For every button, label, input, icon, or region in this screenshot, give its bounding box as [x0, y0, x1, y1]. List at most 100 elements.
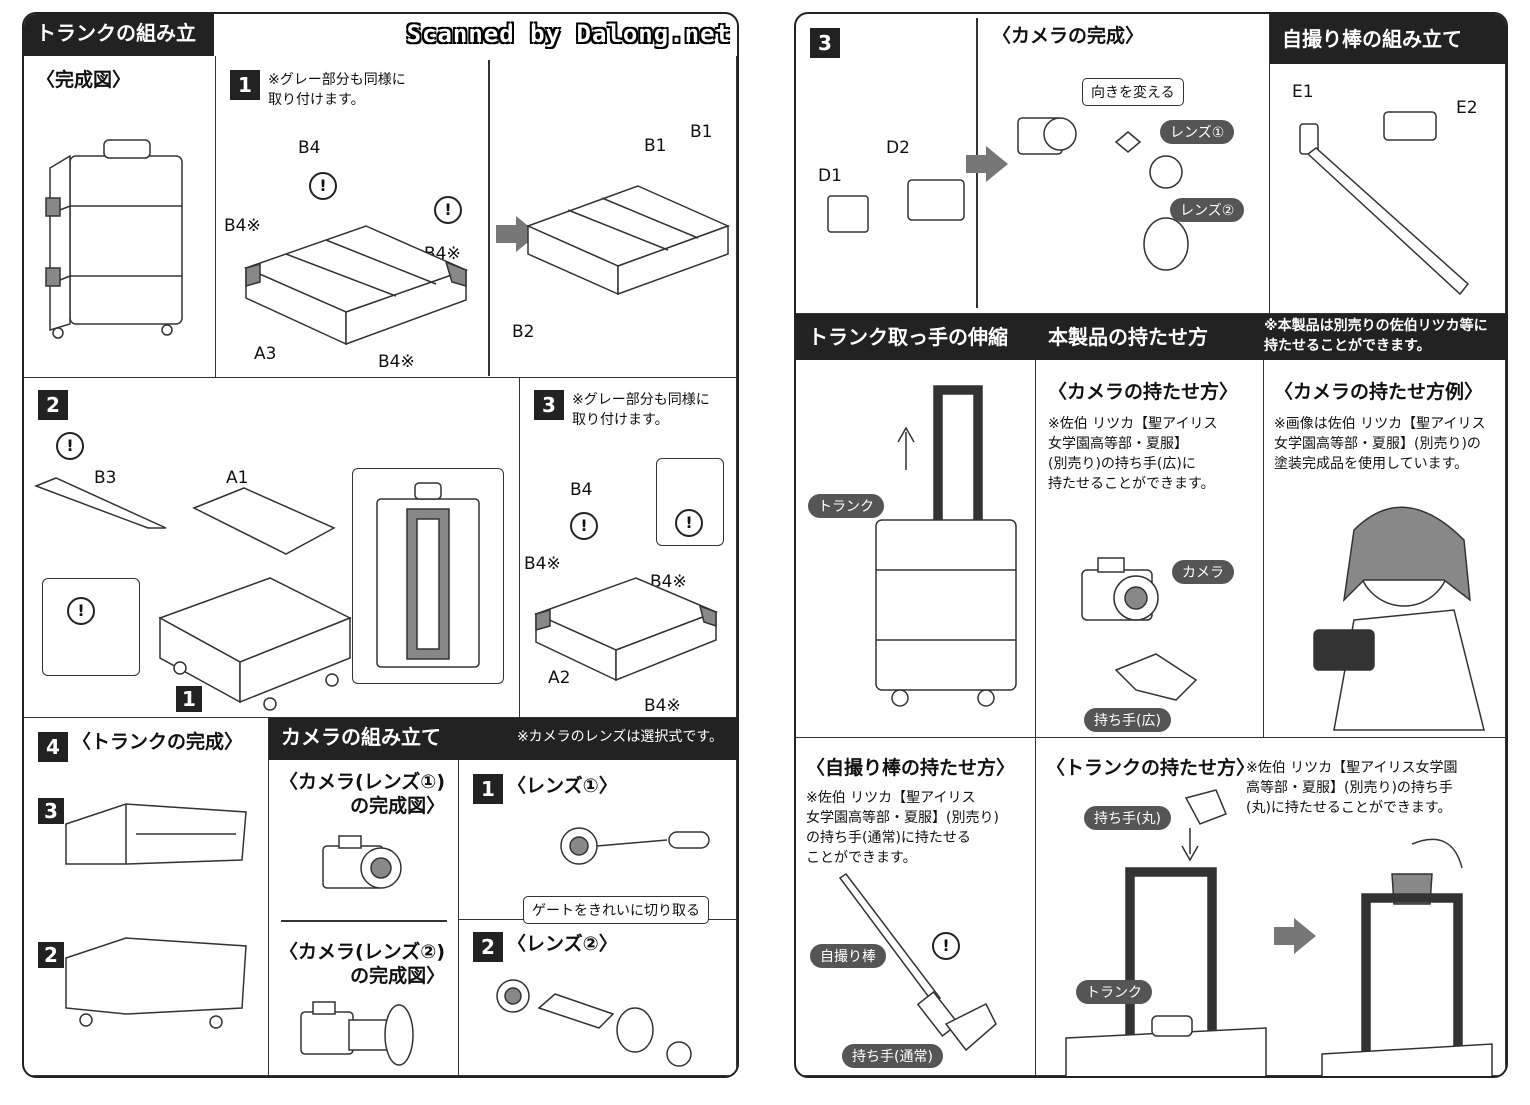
step3-cell: 3 ※グレー部分も同様に 取り付けます。 B4 ! ! B4※ B4※ B4※ … [520, 378, 737, 718]
detail-inset: ! [656, 458, 724, 546]
trunk-box-illustration [525, 185, 731, 296]
trunk-handle-hand-result-illustration [1321, 838, 1493, 1076]
caution-icon: ! [932, 932, 960, 960]
step4-title: 〈トランクの完成〉 [72, 731, 244, 753]
camera-complete-cell: 3 〈カメラの完成〉 D1 D2 向きを変える レンズ① レンズ② [796, 14, 1270, 314]
trunk-box-illustration [243, 225, 469, 346]
caution-icon: ! [675, 509, 703, 537]
trunk-pill-2: トランク [1076, 980, 1152, 1004]
part-label: E2 [1456, 98, 1478, 118]
step4-cell: 4 〈トランクの完成〉 3 2 [24, 718, 269, 1076]
lens2-step-cell: 2 〈レンズ②〉 [459, 920, 737, 1076]
part-label: B3 [94, 468, 117, 488]
camera-lens2-illustration [300, 1001, 414, 1066]
part-label: B4※ [224, 216, 261, 236]
lens1-step-title: 〈レンズ①〉 [507, 775, 618, 797]
selfie-stick-illustration [1299, 111, 1470, 296]
camera-pill: カメラ [1172, 560, 1234, 584]
selfie-hold-note: ※佐伯 リツカ【聖アイリス 女学園高等部・夏服】(別売り) の持ち手(通常)に持… [806, 790, 999, 866]
camera-hold-note: ※佐伯 リツカ【聖アイリス 女学園高等部・夏服】 (別売り)の持ち手(広)に 持… [1048, 416, 1218, 492]
part-label: B4※ [524, 554, 561, 574]
arrow-right-icon [966, 146, 1008, 182]
lens2-pill: レンズ② [1170, 198, 1245, 222]
sub-step-number: 2 [38, 942, 64, 968]
divider [281, 920, 447, 922]
part-label: B1 [690, 122, 713, 142]
camera-complete-title: 〈カメラの完成〉 [992, 25, 1145, 47]
detail-inset: ! [42, 578, 140, 676]
step1-number: 1 [230, 70, 260, 100]
caution-icon: ! [570, 512, 598, 540]
part-label: B4 [298, 138, 321, 158]
selfie-stick-hand-illustration [838, 872, 997, 1052]
lens2-parts-illustration [496, 979, 692, 1067]
camera-lens1-complete-label: 〈カメラ(レンズ①) の完成図〉 [279, 771, 446, 817]
sub-step-number: 3 [38, 798, 64, 824]
camera-complete-cell: 〈カメラ(レンズ①) の完成図〉 〈カメラ(レンズ②) の完成図〉 [269, 760, 459, 1076]
camera-lens-note: ※カメラのレンズは選択式です。 [516, 729, 723, 745]
camera-example-note: ※画像は佐伯 リツカ【聖アイリス 女学園高等部・夏服】(別売り)の 塗装完成品を… [1274, 416, 1486, 472]
part-label: B1 [644, 136, 667, 156]
part-label: B4※ [644, 696, 681, 716]
lens1-step-cell: 1 〈レンズ①〉 ゲートをきれいに切り取る [459, 760, 737, 924]
complete-view-label: 〈完成図〉 [36, 69, 132, 91]
part-label: B4※ [378, 352, 415, 372]
trunk-handle-cell: トランク [796, 360, 1036, 738]
trunk-base-illustration [65, 937, 247, 1029]
camera-lens-assembly-illustration [1017, 117, 1189, 271]
hold-header: 本製品の持たせ方 ※本製品は別売りの佐伯リツカ等に 持たせることができます。 [1036, 314, 1506, 360]
camera-hold-cell: 〈カメラの持たせ方〉 ※佐伯 リツカ【聖アイリス 女学園高等部・夏服】 (別売り… [1036, 360, 1264, 738]
frame-part-illustration [33, 477, 167, 529]
trunk-box-illustration [534, 577, 719, 682]
trunk-hold-note: ※佐伯 リツカ【聖アイリス女学園 高等部・夏服】(別売り)の持ち手 (丸)に持た… [1246, 760, 1458, 816]
caution-icon: ! [434, 196, 462, 224]
caution-icon: ! [67, 597, 95, 625]
lens1-pill: レンズ① [1160, 120, 1235, 144]
step1-note: ※グレー部分も同様に 取り付けます。 [268, 72, 406, 108]
trunk-extended-handle-illustration [875, 385, 1017, 707]
part-label: B4※ [650, 572, 687, 592]
part-label: B4 [570, 480, 593, 500]
right-page: 3 〈カメラの完成〉 D1 D2 向きを変える レンズ① レンズ② 自撮り棒の組… [794, 12, 1508, 1078]
step2-number: 2 [38, 390, 68, 420]
left-page: トランクの組み立て Scanned by Dalong.net 〈完成図〉 1 … [22, 12, 739, 1078]
trunk-hold-title: 〈トランクの持たせ方〉 [1046, 757, 1256, 779]
camera-assembly-title: カメラの組み立て [281, 725, 441, 749]
lens1-parts-illustration [560, 827, 710, 865]
part-label: A2 [548, 668, 571, 688]
trunk-handle-hand-illustration [1065, 789, 1267, 1076]
hand-normal-pill: 持ち手(通常) [842, 1044, 943, 1068]
part-label: A3 [254, 344, 277, 364]
watermark: Scanned by Dalong.net [406, 20, 731, 48]
selfie-hold-title: 〈自撮り棒の持たせ方〉 [806, 757, 1016, 779]
camera-hand-illustration [1081, 557, 1198, 701]
part-label-text: E2 [1456, 98, 1478, 118]
part-label: A1 [226, 468, 249, 488]
selfie-stick-pill: 自撮り棒 [810, 944, 886, 968]
part-label-text: D2 [886, 138, 910, 158]
step3-note: ※グレー部分も同様に 取り付けます。 [572, 392, 710, 428]
part-label: D1 [818, 166, 842, 186]
hand-round-pill: 持ち手(丸) [1084, 806, 1171, 830]
part-label: E1 [1292, 82, 1314, 102]
trunk-pill: トランク [808, 494, 884, 518]
camera-example-cell: 〈カメラの持たせ方例〉 ※画像は佐伯 リツカ【聖アイリス 女学園高等部・夏服】(… [1264, 360, 1506, 738]
step2-cell: 2 ! B3 A1 ! 1 [24, 378, 520, 718]
sub-step-number: 1 [176, 686, 202, 712]
turn-direction-label: 向きを変える [1082, 78, 1184, 106]
part-label-text: E1 [1292, 82, 1314, 102]
camera-lens1-illustration [322, 835, 402, 889]
camera-example-title: 〈カメラの持たせ方例〉 [1274, 381, 1484, 403]
gate-cut-note: ゲートをきれいに切り取る [523, 896, 709, 924]
part-label-text: D1 [818, 166, 842, 186]
selfie-hold-cell: 〈自撮り棒の持たせ方〉 ※佐伯 リツカ【聖アイリス 女学園高等部・夏服】(別売り… [796, 738, 1036, 1076]
trunk-handle-title: トランク取っ手の伸縮 [796, 314, 1036, 360]
selfie-stick-title: 自撮り棒の組み立て [1270, 14, 1506, 64]
trunk-lid-illustration [65, 803, 247, 865]
lens2-step-title: 〈レンズ②〉 [507, 933, 618, 955]
trunk-interior-illustration [376, 482, 480, 668]
caution-icon: ! [309, 172, 337, 200]
hand-wide-pill: 持ち手(広) [1084, 708, 1171, 732]
complete-view-cell: 〈完成図〉 [24, 56, 216, 378]
step4-number: 4 [38, 732, 68, 762]
